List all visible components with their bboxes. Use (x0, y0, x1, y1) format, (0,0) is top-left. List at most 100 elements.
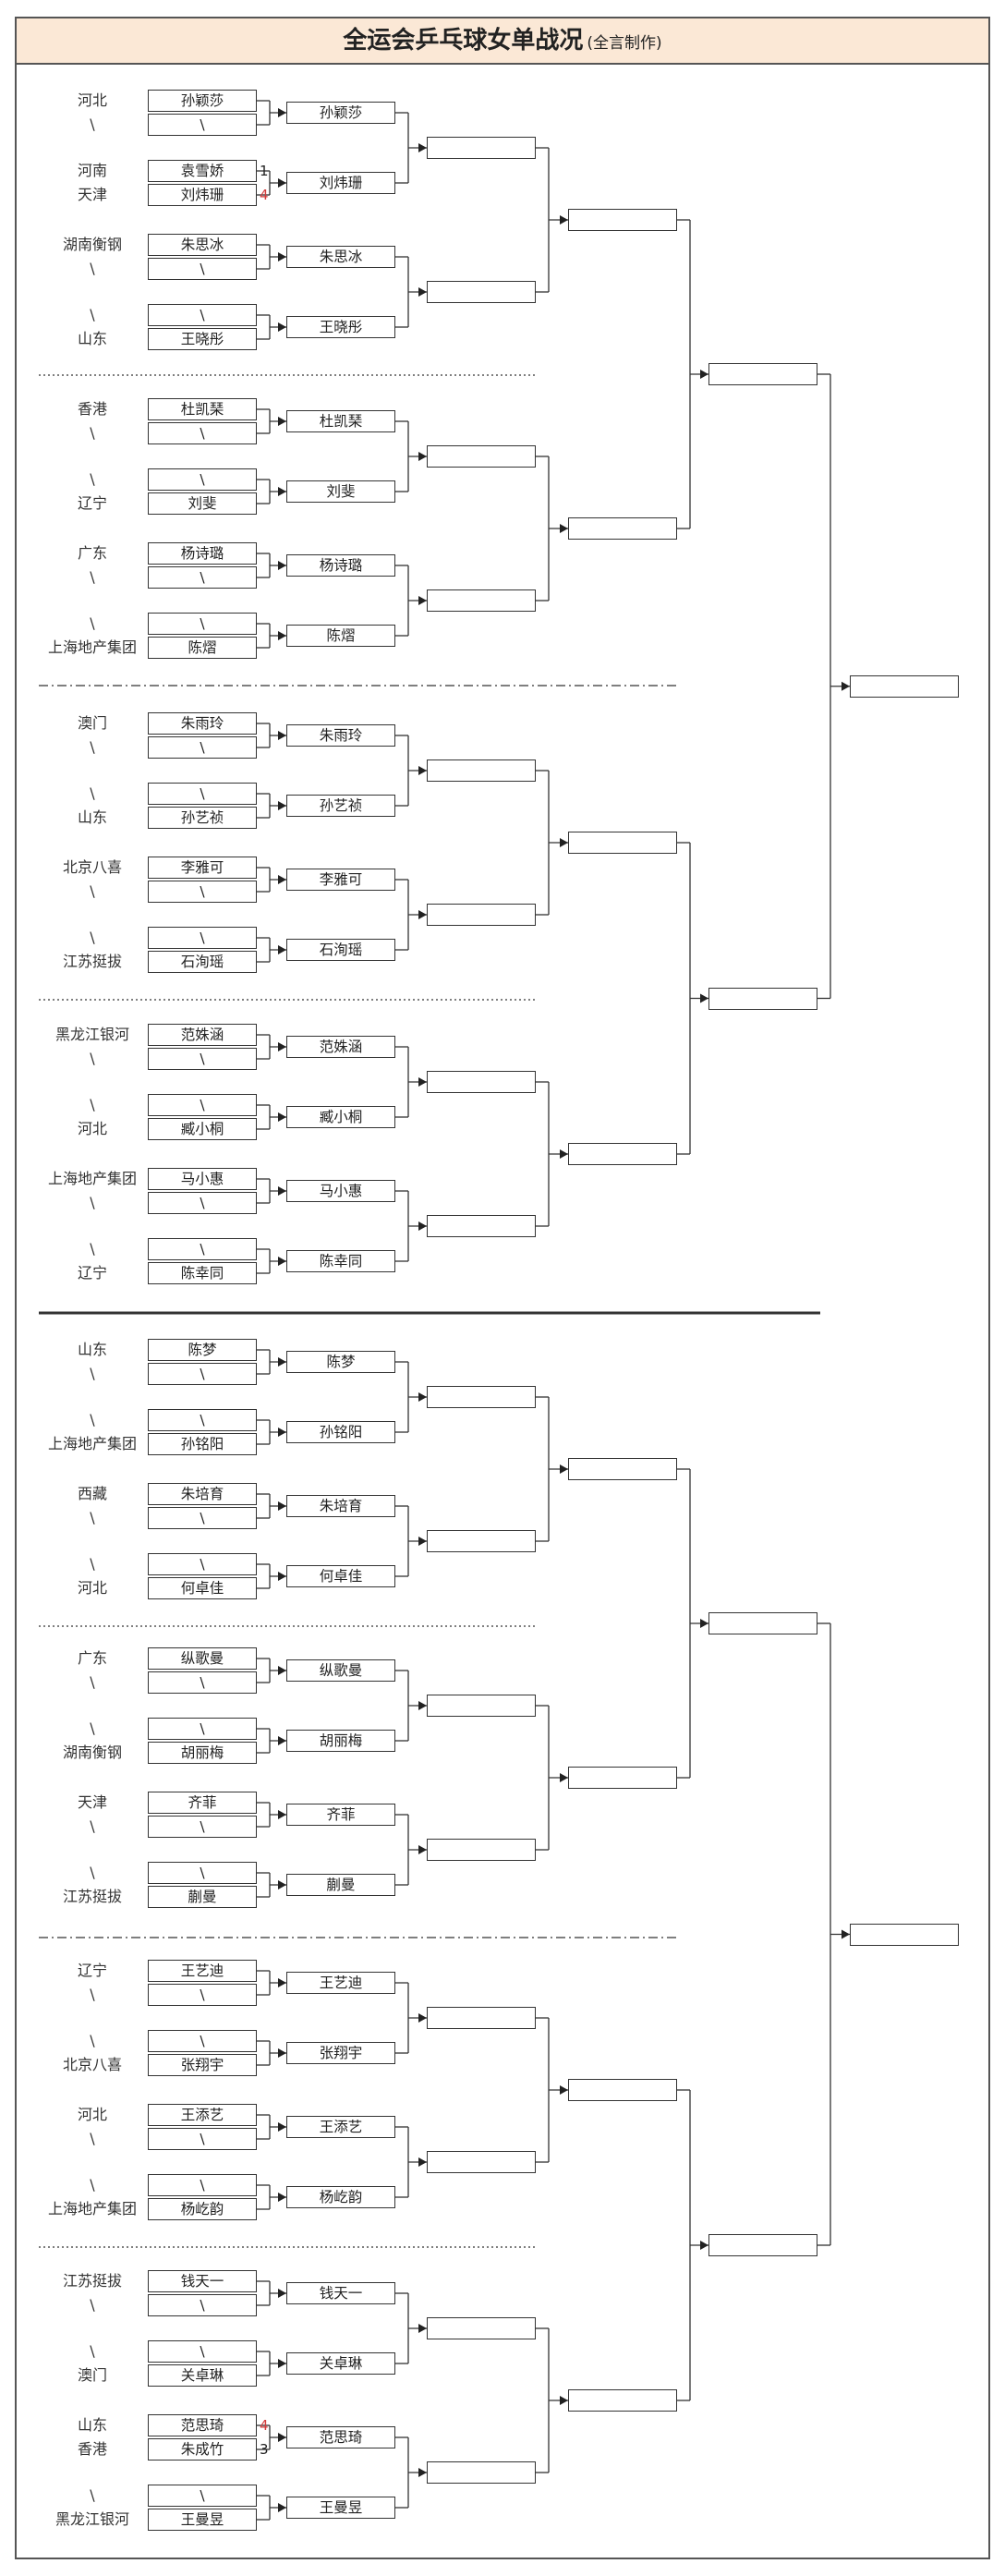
empty-slot (568, 2079, 677, 2101)
player-box: \ (148, 613, 257, 635)
empty-slot (427, 1839, 536, 1861)
team-label: 山东 (77, 1341, 107, 1358)
player-box: 朱雨玲 (286, 724, 395, 747)
team-label: \ (90, 1817, 95, 1835)
team-label: \ (90, 929, 95, 946)
team-label: \ (90, 2342, 95, 2360)
player-box: 袁雪娇 (148, 160, 257, 182)
arrow-head (700, 993, 708, 1003)
arrow-head (700, 2241, 708, 2250)
arrow-head (842, 1929, 850, 1939)
team-label: 北京八喜 (62, 858, 122, 876)
empty-slot (427, 2151, 536, 2173)
player-box: 王曼昱 (148, 2509, 257, 2531)
empty-slot (568, 832, 677, 854)
player-box: \ (148, 881, 257, 903)
player-box: 陈幸同 (148, 1262, 257, 1284)
arrow-head (278, 875, 286, 884)
player-box: \ (148, 1363, 257, 1385)
team-label: \ (90, 1986, 95, 2003)
player-box: 胡丽梅 (148, 1742, 257, 1764)
player-box: 蒯曼 (286, 1874, 395, 1896)
player-box: \ (148, 1984, 257, 2006)
player-box: \ (148, 422, 257, 444)
player-box: 朱思冰 (148, 234, 257, 256)
arrow-head (560, 838, 568, 847)
team-label: \ (90, 738, 95, 756)
team-label: \ (90, 1194, 95, 1211)
team-label: 澳门 (77, 2366, 107, 2384)
arrow-head (278, 1186, 286, 1196)
team-label: \ (90, 1240, 95, 1258)
arrow-head (278, 1736, 286, 1745)
arrow-head (700, 370, 708, 379)
player-box: 孙艺祯 (148, 807, 257, 829)
team-label: \ (90, 2130, 95, 2147)
team-label: 上海地产集团 (47, 2200, 137, 2218)
arrow-head (842, 681, 850, 691)
empty-slot (427, 759, 536, 782)
player-box: 陈梦 (148, 1339, 257, 1361)
team-label: \ (90, 1365, 95, 1382)
team-label: 河北 (77, 2106, 107, 2123)
player-box: 臧小桐 (148, 1118, 257, 1140)
title-bar: 全运会乒乓球女单战况(全言制作) (15, 17, 990, 65)
team-label: \ (90, 1096, 95, 1113)
team-label: \ (90, 470, 95, 488)
team-label: \ (90, 306, 95, 323)
team-label: 上海地产集团 (47, 638, 137, 656)
player-box: 纵歌曼 (148, 1647, 257, 1670)
arrow-head (560, 2396, 568, 2405)
player-box: 钱天一 (148, 2270, 257, 2292)
player-box: 范姝涵 (148, 1024, 257, 1046)
team-label: 湖南衡钢 (62, 1744, 122, 1761)
team-label: 澳门 (77, 714, 107, 732)
team-label: 广东 (77, 1649, 107, 1667)
arrow-head (278, 108, 286, 117)
team-label: \ (90, 1673, 95, 1691)
arrow-head (278, 801, 286, 810)
player-box: 朱成竹 (148, 2438, 257, 2461)
player-box: \ (148, 304, 257, 326)
team-label: \ (90, 784, 95, 802)
empty-slot (568, 1458, 677, 1480)
player-box: 王添艺 (148, 2104, 257, 2126)
team-label: 辽宁 (77, 1962, 107, 1979)
player-box: \ (148, 1192, 257, 1214)
player-box: 杜凯琹 (148, 398, 257, 420)
empty-slot (427, 2317, 536, 2339)
player-box: 孙铭阳 (286, 1421, 395, 1443)
player-box: 杜凯琹 (286, 410, 395, 432)
arrow-head (418, 2013, 427, 2023)
player-box: \ (148, 1507, 257, 1529)
empty-slot (427, 2007, 536, 2029)
team-label: 山东 (77, 2416, 107, 2434)
match-score: 1 (260, 163, 269, 179)
player-box: 王添艺 (286, 2116, 395, 2138)
empty-slot (427, 1215, 536, 1237)
arrow-head (560, 215, 568, 225)
team-label: 山东 (77, 808, 107, 826)
empty-slot (708, 987, 817, 1010)
player-box: 王艺迪 (148, 1960, 257, 1982)
team-label: 上海地产集团 (47, 1170, 137, 1187)
team-label: \ (90, 882, 95, 900)
empty-slot (427, 137, 536, 159)
team-label: 辽宁 (77, 1264, 107, 1282)
player-box: \ (148, 2030, 257, 2052)
team-label: \ (90, 424, 95, 442)
player-box: 石洵瑶 (286, 939, 395, 961)
arrow-head (700, 1619, 708, 1628)
player-box: 王艺迪 (286, 1972, 395, 1994)
empty-slot (427, 445, 536, 468)
team-label: \ (90, 1555, 95, 1573)
empty-slot (427, 1071, 536, 1093)
player-box: 孙铭阳 (148, 1433, 257, 1455)
team-label: \ (90, 1050, 95, 1067)
arrow-head (418, 2324, 427, 2333)
team-label: 北京八喜 (62, 2056, 122, 2073)
player-box: 陈熠 (148, 637, 257, 659)
arrow-head (278, 1572, 286, 1581)
team-label: \ (90, 2176, 95, 2193)
player-box: \ (148, 1409, 257, 1431)
